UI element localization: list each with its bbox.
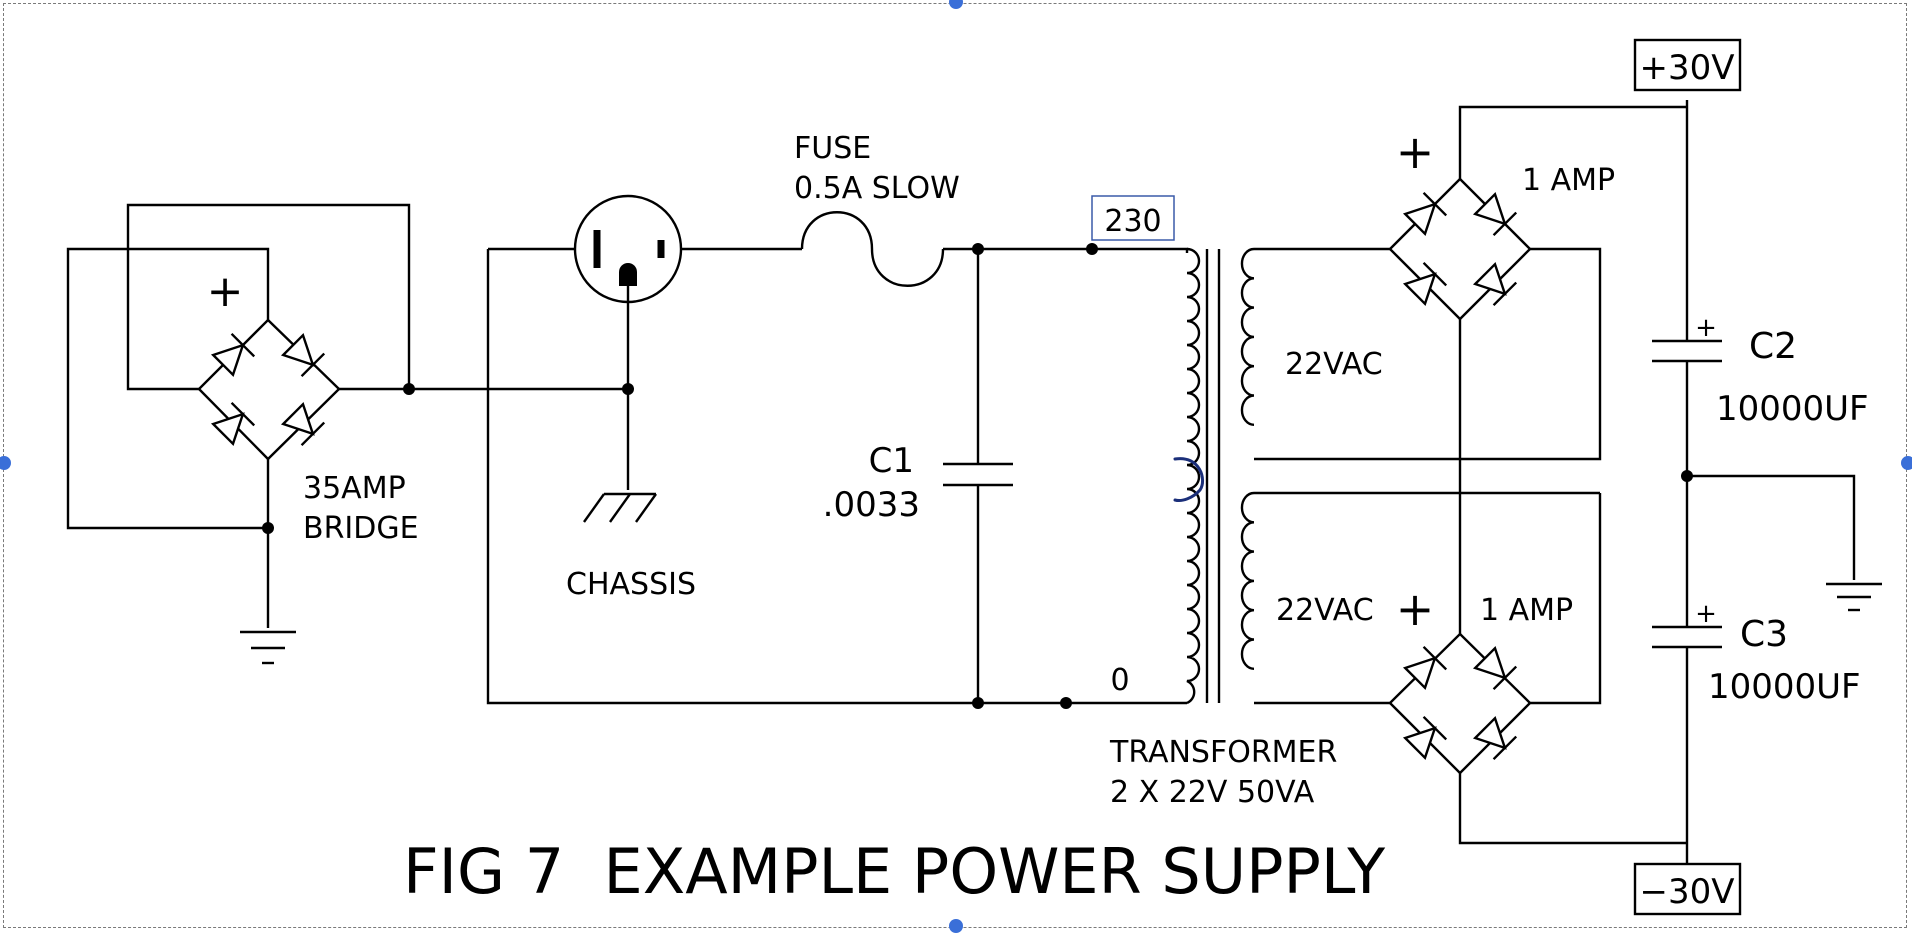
rail-neg-box xyxy=(1633,862,1742,916)
rect-bottom-label: 1 AMP xyxy=(1480,593,1573,628)
c3-polarity: + xyxy=(1695,599,1717,629)
annotation-mark xyxy=(1173,457,1205,502)
tap-0-label: 0 xyxy=(1110,663,1129,698)
secondary-top-label: 22VAC xyxy=(1285,347,1383,382)
ground-icon xyxy=(240,630,296,665)
rail-neg-label: −30V xyxy=(1639,872,1734,912)
rail-pos-box xyxy=(1633,38,1742,92)
rail-pos-label: +30V xyxy=(1639,48,1734,88)
bridge-rect-top xyxy=(1388,177,1532,321)
fuse-label-1: FUSE xyxy=(794,131,871,166)
c2-value: 10000UF xyxy=(1716,389,1869,429)
transformer-icon xyxy=(1186,247,1255,705)
c3-value: 10000UF xyxy=(1708,667,1861,707)
bridge-35amp xyxy=(197,318,341,461)
c1-value: .0033 xyxy=(823,485,920,525)
transformer-label-2: 2 X 22V 50VA xyxy=(1110,775,1315,810)
bridge-rect-bottom xyxy=(1388,632,1532,775)
c1-name: C1 xyxy=(869,441,914,481)
rect-bottom-polarity: + xyxy=(1396,582,1435,636)
tap-230-label: 230 xyxy=(1104,204,1161,239)
capacitor-icon xyxy=(1652,339,1722,363)
bridge-main-label-1: 35AMP xyxy=(303,471,406,506)
c2-polarity: + xyxy=(1695,313,1717,343)
rect-top-label: 1 AMP xyxy=(1522,163,1615,198)
fuse-icon xyxy=(800,211,945,287)
secondary-bottom-label: 22VAC xyxy=(1276,593,1374,628)
resize-handle-bottom[interactable] xyxy=(949,919,963,933)
resize-handle-left[interactable] xyxy=(0,456,11,470)
figure-title: FIG 7 EXAMPLE POWER SUPPLY xyxy=(403,835,1385,908)
resize-handle-top[interactable] xyxy=(949,0,963,9)
bridge-main-label-2: BRIDGE xyxy=(303,511,419,546)
chassis-ground-icon xyxy=(583,492,657,523)
bridge-main-polarity: + xyxy=(207,266,244,317)
c2-name: C2 xyxy=(1749,326,1797,367)
capacitor-icon xyxy=(943,249,1013,703)
resize-handle-right[interactable] xyxy=(1901,456,1912,470)
tap-230-box xyxy=(1091,195,1175,241)
transformer-label-1: TRANSFORMER xyxy=(1109,735,1337,770)
capacitor-icon xyxy=(1652,625,1722,649)
ground-icon xyxy=(1826,582,1882,612)
fuse-label-2: 0.5A SLOW xyxy=(794,171,960,206)
rect-top-polarity: + xyxy=(1396,125,1435,179)
chassis-label: CHASSIS xyxy=(566,567,696,602)
c3-name: C3 xyxy=(1740,614,1788,655)
